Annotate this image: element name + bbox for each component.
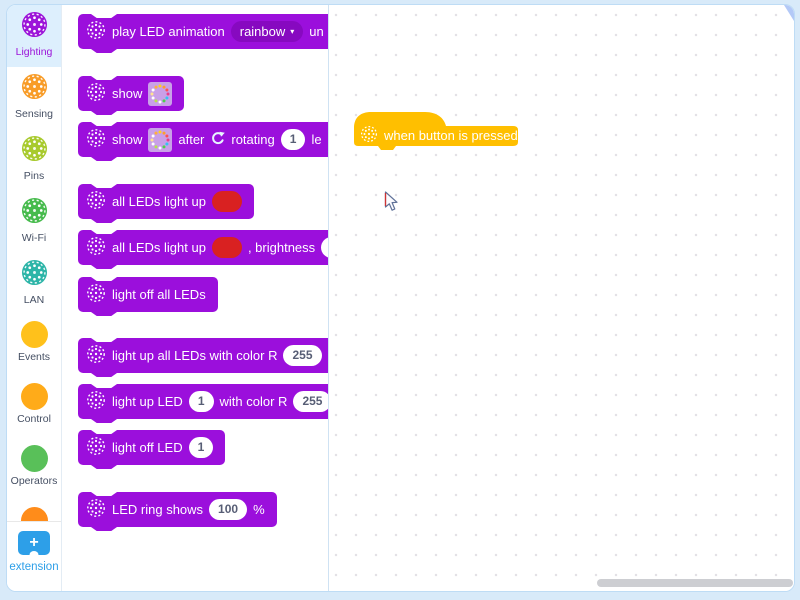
block-text: all LEDs light up (112, 240, 206, 255)
led-ring-icon (86, 344, 106, 367)
block-all-leds-light-up[interactable]: all LEDs light up (78, 184, 254, 219)
events-circle-icon (20, 321, 48, 348)
sidebar-item-events[interactable]: Events (7, 315, 61, 377)
hat-block-label: when button is pressed (384, 127, 518, 143)
category-list: Lighting Sensing (7, 5, 61, 521)
sidebar-item-variables[interactable] (7, 501, 61, 521)
sidebar-item-lan[interactable]: LAN (7, 253, 61, 315)
add-extension-button[interactable]: + (18, 531, 50, 559)
led-ring-icon (86, 20, 106, 43)
block-show[interactable]: show (78, 76, 185, 111)
percent-input[interactable]: 100 (209, 499, 248, 520)
led-index-input[interactable]: 1 (188, 437, 214, 458)
led-ring-icon (86, 436, 106, 459)
block-show-after-rotating[interactable]: show after rotating 1 le (78, 122, 328, 157)
color-picker-input[interactable] (211, 237, 242, 258)
block-palette: play LED animation rainbow ▾ un show (62, 5, 329, 591)
block-light-off-led[interactable]: light off LED 1 (78, 430, 226, 465)
led-ring-icon (360, 125, 378, 146)
lighting-led-ring-icon (21, 11, 48, 43)
block-light-off-all-leds[interactable]: light off all LEDs (78, 277, 218, 312)
rotate-count-input[interactable]: 1 (280, 129, 306, 150)
led-ring-icon (86, 236, 106, 259)
sidebar-label-control: Control (17, 413, 51, 425)
led-ring-icon (86, 82, 106, 105)
puzzle-notch (29, 551, 39, 559)
sensing-led-ring-icon (21, 73, 48, 105)
block-when-button-pressed[interactable]: when button is pressed (350, 108, 522, 151)
block-text: light off LED (112, 440, 183, 455)
block-text: after (178, 132, 205, 147)
led-ring-preview-input[interactable] (148, 81, 173, 106)
block-text: LED ring shows (112, 502, 204, 517)
variables-circle-icon (20, 507, 48, 521)
operators-circle-icon (20, 445, 48, 472)
red-value-input[interactable]: 255 (283, 345, 322, 366)
plus-icon: + (29, 534, 39, 551)
sidebar-item-wifi[interactable]: Wi-Fi (7, 191, 61, 253)
lan-led-ring-icon (21, 259, 48, 291)
block-text: un (309, 24, 324, 39)
wifi-led-ring-icon (21, 197, 48, 229)
led-ring-icon (86, 498, 106, 521)
sidebar-label-operators: Operators (10, 475, 58, 487)
sidebar-label-wifi: Wi-Fi (21, 232, 47, 244)
mouse-cursor-icon (384, 191, 399, 217)
block-text: rotating (231, 132, 275, 147)
horizontal-scrollbar[interactable] (597, 579, 793, 587)
led-ring-icon (86, 283, 106, 306)
extension-label: extension (9, 561, 59, 573)
block-text: light up LED (112, 394, 183, 409)
sidebar-item-control[interactable]: Control (7, 377, 61, 439)
block-text: % (253, 502, 265, 517)
control-circle-icon (20, 383, 48, 410)
block-light-up-led-color[interactable]: light up LED 1 with color R 255 (78, 384, 328, 419)
block-text: light up all LEDs with color R (112, 348, 278, 363)
block-play-led-animation[interactable]: play LED animation rainbow ▾ un (78, 14, 328, 49)
hat-block-content: when button is pressed (360, 125, 518, 145)
chevron-down-icon: ▾ (290, 26, 295, 36)
brightness-input[interactable] (321, 237, 328, 258)
hat-block-shape (354, 112, 518, 150)
block-text: , brightness (247, 240, 316, 255)
block-text: le (311, 132, 322, 147)
pins-led-ring-icon (21, 135, 48, 167)
block-text: with color R (219, 394, 288, 409)
sidebar-label-lighting: Lighting (15, 46, 53, 58)
dropdown-value: rainbow (239, 24, 286, 39)
category-sidebar: Lighting Sensing (7, 5, 62, 591)
sidebar-item-sensing[interactable]: Sensing (7, 67, 61, 129)
sidebar-label-events: Events (17, 351, 51, 363)
sidebar-label-lan: LAN (23, 294, 45, 306)
sidebar-label-pins: Pins (23, 170, 45, 182)
corner-decoration (784, 5, 794, 21)
led-ring-icon (86, 190, 106, 213)
sidebar-item-operators[interactable]: Operators (7, 439, 61, 501)
led-ring-icon (86, 390, 106, 413)
app-window: Lighting Sensing (6, 4, 795, 592)
block-text: play LED animation (112, 24, 225, 39)
sidebar-item-pins[interactable]: Pins (7, 129, 61, 191)
animation-dropdown[interactable]: rainbow ▾ (230, 21, 304, 42)
code-canvas[interactable]: when button is pressed (329, 5, 794, 591)
led-ring-preview-input[interactable] (148, 127, 173, 152)
block-text: show (112, 86, 143, 101)
block-light-up-all-leds-color[interactable]: light up all LEDs with color R 255 (78, 338, 328, 373)
block-text: all LEDs light up (112, 194, 206, 209)
led-ring-icon (86, 128, 106, 151)
red-value-input[interactable]: 255 (293, 391, 328, 412)
block-led-ring-shows[interactable]: LED ring shows 100 % (78, 492, 277, 527)
block-text: light off all LEDs (112, 287, 206, 302)
rotate-icon (210, 131, 226, 149)
extension-area: + extension (7, 521, 61, 591)
block-text: show (112, 132, 143, 147)
color-picker-input[interactable] (211, 191, 242, 212)
block-all-leds-light-up-brightness[interactable]: all LEDs light up , brightness (78, 230, 328, 265)
led-index-input[interactable]: 1 (188, 391, 214, 412)
sidebar-label-sensing: Sensing (15, 108, 53, 120)
sidebar-item-lighting[interactable]: Lighting (7, 5, 61, 67)
